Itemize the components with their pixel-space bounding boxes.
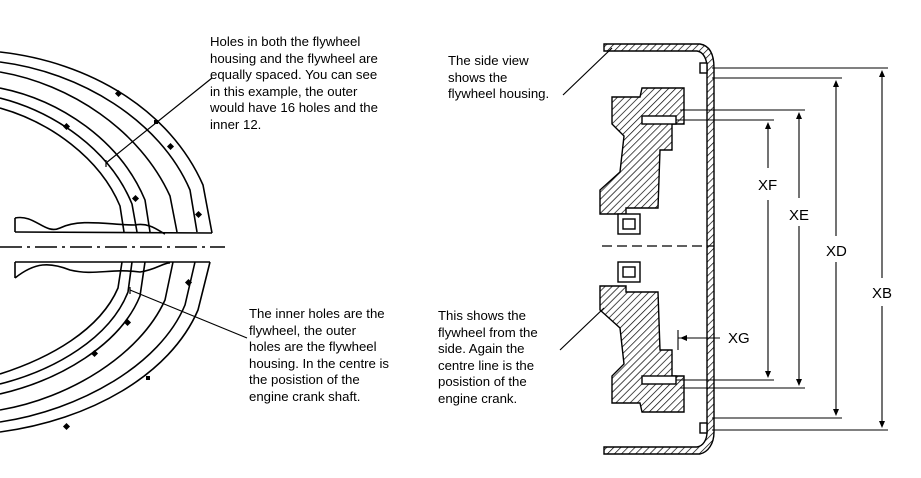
hole-marker xyxy=(184,278,193,287)
dimension-label-xf: XF xyxy=(758,177,777,194)
hole-marker xyxy=(62,422,71,431)
hole-marker xyxy=(166,142,175,151)
side-view-leaders xyxy=(559,47,613,351)
dimension-label-xd: XD xyxy=(826,243,847,260)
note-side-view: The side view shows the flywheel housing… xyxy=(448,53,550,101)
side-view-flywheel xyxy=(599,87,685,413)
hole-marker xyxy=(131,194,140,203)
hole-marker xyxy=(90,349,99,358)
hole-marker xyxy=(146,376,150,380)
front-view-holes xyxy=(62,89,203,431)
front-view-leaders xyxy=(105,77,248,339)
dimension-label-xg: XG xyxy=(728,330,750,347)
note-holes-spacing: Holes in both the flywheel housing and t… xyxy=(210,34,378,132)
dimension-arrowheads xyxy=(680,70,885,428)
dimension-label-xb: XB xyxy=(872,285,892,302)
hole-marker xyxy=(194,210,203,219)
front-view-lower-half xyxy=(0,261,211,433)
hole-marker xyxy=(123,318,132,327)
note-inner-outer-holes: The inner holes are the flywheel, the ou… xyxy=(249,306,390,404)
dimension-label-xe: XE xyxy=(789,207,809,224)
hole-marker xyxy=(114,89,123,98)
front-view-upper-half xyxy=(0,51,213,235)
note-flywheel-side: This shows the flywheel from the side. A… xyxy=(438,308,538,406)
hole-marker xyxy=(154,120,158,124)
dimension-lines xyxy=(676,67,888,431)
side-view-housing xyxy=(603,43,715,455)
